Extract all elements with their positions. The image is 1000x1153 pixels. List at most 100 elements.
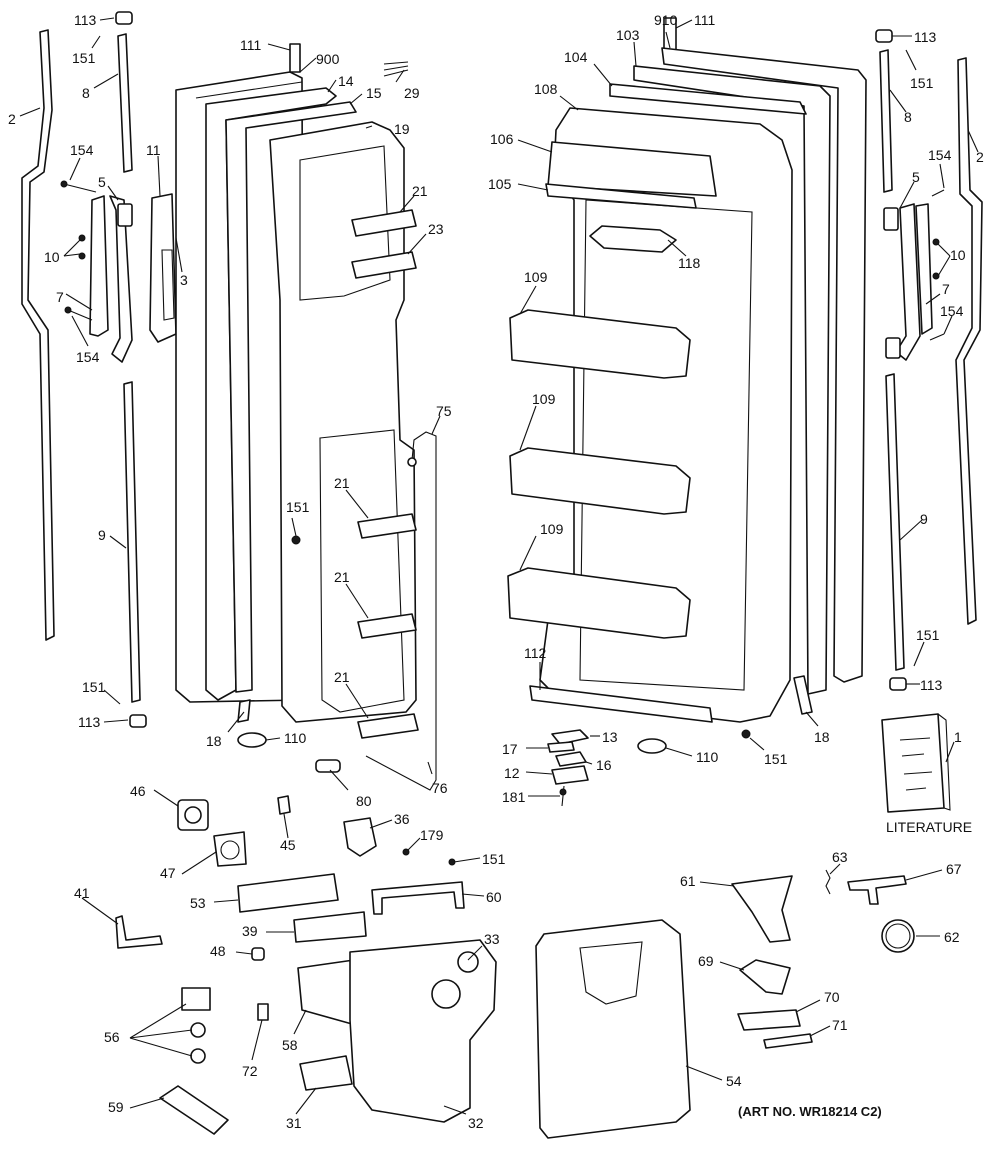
part-109-door-bin-1 <box>509 309 691 379</box>
part-113-left-top-cap <box>115 11 133 25</box>
part-110-fresh-cam <box>637 738 667 754</box>
part-70-bracket <box>737 1009 801 1031</box>
callout-109: 109 <box>540 521 564 537</box>
part-2-right-gasket-trim <box>955 57 983 625</box>
callout-48: 48 <box>210 943 226 959</box>
callout-2: 2 <box>8 111 16 127</box>
callout-29: 29 <box>404 85 420 101</box>
callout-61: 61 <box>680 873 696 889</box>
part-72-clip <box>257 1003 269 1021</box>
callout-151: 151 <box>286 499 310 515</box>
part-21-freezer-shelf-4 <box>357 613 417 639</box>
callout-33: 33 <box>484 931 500 947</box>
callout-5: 5 <box>98 174 106 190</box>
part-75-76-water-tube <box>365 431 437 791</box>
callout-12: 12 <box>504 765 520 781</box>
part-48-plug <box>251 947 265 961</box>
callout-47: 47 <box>160 865 176 881</box>
part-106-dairy-door <box>547 141 717 197</box>
part-71-rod <box>763 1033 813 1049</box>
callout-8: 8 <box>904 109 912 125</box>
literature-label: LITERATURE <box>886 819 972 835</box>
part-1-literature-book <box>881 713 951 813</box>
callout-39: 39 <box>242 923 258 939</box>
callout-17: 17 <box>502 741 518 757</box>
part-54-dispenser-cover <box>535 919 691 1139</box>
part-103-fresh-gasket <box>633 65 831 695</box>
callout-7: 7 <box>942 281 950 297</box>
callout-67: 67 <box>946 861 962 877</box>
callout-63: 63 <box>832 849 848 865</box>
callout-110: 110 <box>696 749 719 765</box>
part-154-right-screws <box>929 189 945 341</box>
part-21-freezer-shelf-3 <box>357 513 417 539</box>
part-45-clip <box>277 795 291 815</box>
callout-151: 151 <box>764 751 788 767</box>
callout-21: 21 <box>334 669 350 685</box>
callout-59: 59 <box>108 1099 124 1115</box>
part-56-switches <box>181 987 211 1064</box>
part-113-right-top-cap <box>875 29 893 43</box>
part-8-right-upper-strip <box>879 49 893 193</box>
callout-75: 75 <box>436 403 452 419</box>
callout-151: 151 <box>82 679 106 695</box>
part-29-clip <box>383 61 409 77</box>
callout-9: 9 <box>920 511 928 527</box>
callout-109: 109 <box>524 269 548 285</box>
part-5-right-handle-bracket <box>883 207 901 359</box>
callout-112: 112 <box>524 645 547 661</box>
part-10-right-screws <box>932 238 940 280</box>
callout-19: 19 <box>394 121 410 137</box>
part-23-freezer-shelf-2 <box>351 251 417 279</box>
callout-18: 18 <box>814 729 830 745</box>
part-110-freezer-cam <box>237 732 267 748</box>
part-41-bracket <box>115 915 163 949</box>
callout-80: 80 <box>356 793 372 809</box>
callout-110: 110 <box>284 730 307 746</box>
callout-151: 151 <box>482 851 506 867</box>
part-63-spring <box>825 869 831 895</box>
part-154-left-screw-top <box>60 180 97 193</box>
callout-154: 154 <box>928 147 952 163</box>
part-21-freezer-shelf-1 <box>351 209 417 237</box>
part-118-egg-tray <box>589 225 677 253</box>
part-5-left-handle-bracket <box>117 203 133 227</box>
callout-21: 21 <box>334 475 350 491</box>
callout-69: 69 <box>698 953 714 969</box>
part-67-bracket <box>847 875 907 905</box>
part-18-fresh-strip <box>793 675 813 715</box>
callout-23: 23 <box>428 221 444 237</box>
part-2-left-gasket-trim <box>21 29 55 641</box>
hinge-parts-12-13-16-17 <box>547 729 589 807</box>
callout-31: 31 <box>286 1115 302 1131</box>
callout-11: 11 <box>146 142 161 158</box>
part-39-board <box>293 911 367 943</box>
callout-36: 36 <box>394 811 410 827</box>
callout-108: 108 <box>534 81 558 97</box>
callout-41: 41 <box>74 885 90 901</box>
callout-113: 113 <box>78 714 101 730</box>
callout-7: 7 <box>56 289 64 305</box>
part-69-chute <box>739 959 791 995</box>
callout-154: 154 <box>76 349 100 365</box>
fresh-door-outer-panel <box>661 47 867 683</box>
callout-3: 3 <box>180 272 188 288</box>
callout-58: 58 <box>282 1037 298 1053</box>
callout-181: 181 <box>502 789 526 805</box>
callout-109: 109 <box>532 391 556 407</box>
callout-45: 45 <box>280 837 296 853</box>
leader-lines <box>19 17 979 1115</box>
callout-106: 106 <box>490 131 514 147</box>
callout-16: 16 <box>596 757 612 773</box>
part-113-right-bottom-cap <box>889 677 907 691</box>
part-62-ring <box>881 919 915 953</box>
part-113-left-bottom-cap <box>129 714 147 728</box>
callout-9: 9 <box>98 527 106 543</box>
callout-105: 105 <box>488 176 512 192</box>
callout-62: 62 <box>944 929 960 945</box>
part-109-door-bin-2 <box>509 447 691 515</box>
part-53-panel <box>237 873 339 913</box>
callout-179: 179 <box>420 827 444 843</box>
